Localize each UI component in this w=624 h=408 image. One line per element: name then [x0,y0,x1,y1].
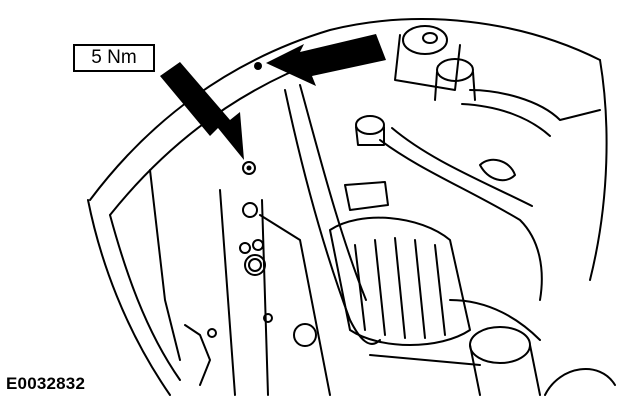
reservoir-cap [402,25,448,55]
torque-callout: 5 Nm [73,44,155,72]
leader-arrow-lower [160,62,244,160]
lower-cylinder [469,326,531,364]
figure-reference-code: E0032832 [6,374,86,393]
left-fender-inner [109,214,181,381]
right-hose [379,139,543,301]
grommet-small-2 [239,242,251,254]
panel-hole-small [263,313,273,323]
left-fender [87,199,171,396]
diagonal-hose-outer [461,103,551,137]
cable [369,354,481,366]
air-filter-ribs [354,237,446,339]
upper-hose-outer [299,84,367,301]
lower-bowl [544,368,616,396]
panel-hole [293,323,317,347]
grommet-large-inner [248,258,262,272]
strut-tower [219,189,269,396]
filler-neck-body [434,71,476,101]
upper-hose [284,89,381,345]
right-frame [589,59,608,281]
right-hose-outer [391,127,533,207]
latch-hole [207,328,217,338]
reservoir-cap-inner [422,32,438,44]
oil-cap [355,115,385,135]
oil-cap-body [355,126,385,146]
lower-fastener-center [246,165,252,171]
support-panel [259,214,331,396]
torque-label: 5 Nm [91,47,137,68]
upper-fastener [254,62,262,70]
hood-outline [89,18,601,201]
diagonal-hose [469,89,601,121]
latch [184,324,211,386]
lower-fastener [242,161,256,175]
bracket [344,181,389,211]
filler-neck [436,58,474,82]
lower-cylinder-body [469,344,541,396]
mount-hole [242,202,258,218]
air-filter-housing [329,216,471,346]
hose-clamp [479,158,516,182]
reservoir-body [394,34,461,91]
grommet-small-1 [252,239,264,251]
grommet-large [244,254,266,276]
intake-duct [449,299,541,341]
fender-edge [149,169,181,361]
leader-arrow-upper [266,34,386,86]
